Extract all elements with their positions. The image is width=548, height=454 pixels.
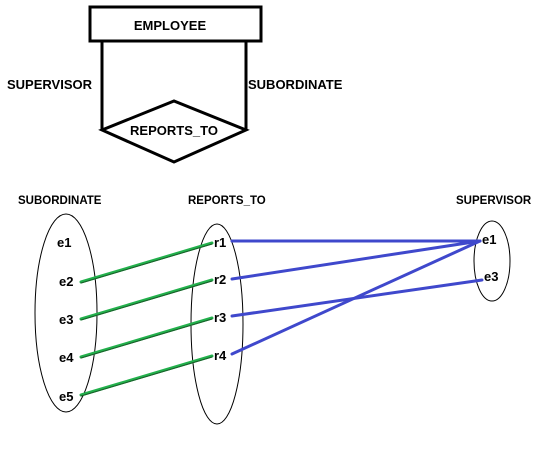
reports-to-item-r4: r4 bbox=[214, 348, 227, 363]
relationship-links bbox=[79, 239, 484, 397]
supervisor-item-e1: e1 bbox=[482, 232, 496, 247]
subordinate-item-e4: e4 bbox=[59, 350, 74, 365]
reports-to-item-r1: r1 bbox=[214, 235, 226, 250]
supervisor-set-ellipse bbox=[473, 220, 511, 302]
subordinate-role-label: SUBORDINATE bbox=[248, 77, 343, 92]
subordinate-link-edge-e4-r3 bbox=[80, 318, 213, 359]
supervisor-link-r4-e1 bbox=[230, 239, 482, 356]
supervisor-role-label: SUPERVISOR bbox=[7, 77, 93, 92]
reports-to-set-items: r1 r2 r3 r4 bbox=[214, 235, 227, 363]
subordinate-link-edge-e3-r2 bbox=[80, 280, 213, 321]
reports-to-relationship-label: REPORTS_TO bbox=[130, 123, 218, 138]
subordinate-link-edge-e5-r4 bbox=[80, 356, 213, 397]
supervisor-set-items: e1 e3 bbox=[482, 232, 498, 284]
instance-set-titles: SUBORDINATE REPORTS_TO SUPERVISOR bbox=[18, 195, 532, 207]
supervisor-item-e3: e3 bbox=[484, 269, 498, 284]
reports-to-item-r2: r2 bbox=[214, 272, 226, 287]
subordinate-link-e3-r2 bbox=[79, 278, 214, 321]
er-diagram: EMPLOYEE REPORTS_TO SUPERVISOR SUBORDINA… bbox=[7, 5, 343, 164]
reports-to-item-r3: r3 bbox=[214, 310, 226, 325]
subordinate-set-items: e1 e2 e3 e4 e5 bbox=[57, 235, 74, 404]
subordinate-link-edge-e2-r1 bbox=[80, 243, 213, 284]
subordinate-link-e2-r1 bbox=[79, 241, 214, 284]
employee-entity-label: EMPLOYEE bbox=[134, 18, 207, 33]
reports-to-set-title: REPORTS_TO bbox=[188, 195, 266, 207]
subordinate-link-e5-r4 bbox=[79, 354, 214, 397]
set-ellipses bbox=[34, 213, 511, 425]
supervisor-set-title: SUPERVISOR bbox=[456, 195, 532, 207]
subordinate-set-title: SUBORDINATE bbox=[18, 195, 102, 207]
subordinate-item-e3: e3 bbox=[59, 312, 73, 327]
employee-entity-box bbox=[88, 5, 263, 43]
supervisor-link-r2-e1 bbox=[230, 239, 482, 281]
subordinate-link-e4-r3 bbox=[79, 316, 214, 359]
subordinate-item-e1: e1 bbox=[57, 235, 71, 250]
subordinate-item-e2: e2 bbox=[59, 274, 73, 289]
subordinate-item-e5: e5 bbox=[59, 389, 73, 404]
reports-to-relationship-diamond bbox=[98, 99, 250, 164]
